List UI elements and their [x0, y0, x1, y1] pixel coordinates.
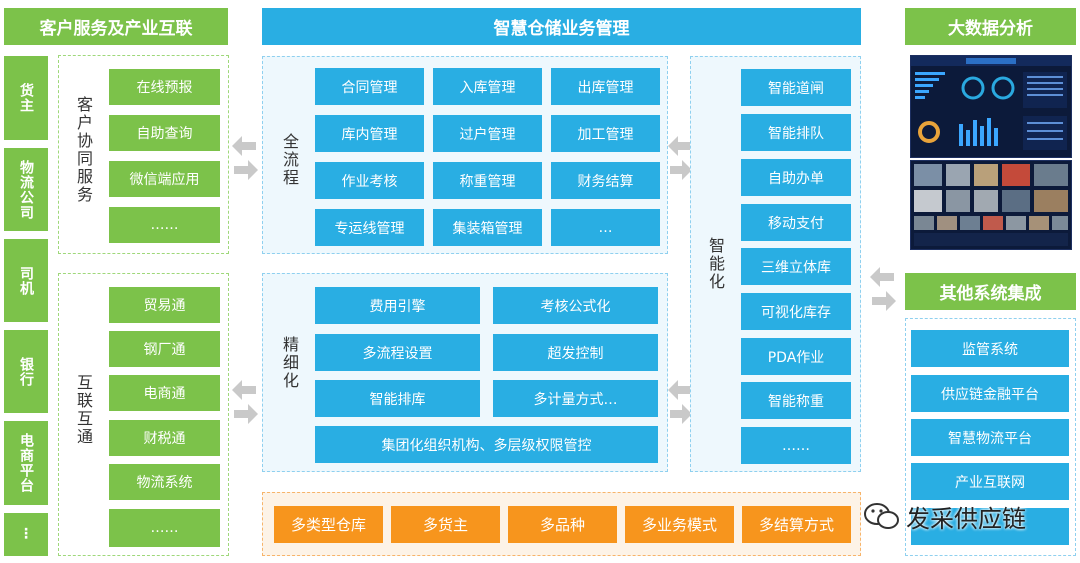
mobile-payment-button[interactable]: 移动支付 — [741, 204, 851, 241]
multi-process-setting-button[interactable]: 多流程设置 — [315, 334, 480, 371]
container-management-button[interactable]: 集装箱管理 — [433, 209, 542, 246]
smart-gate-button[interactable]: 智能道闸 — [741, 69, 851, 106]
in-warehouse-management-button[interactable]: 库内管理 — [315, 115, 424, 152]
multi-warehouse-type-badge: 多类型仓库 — [274, 506, 383, 543]
industrial-internet-button[interactable]: 产业互联网 — [911, 463, 1069, 500]
left-upper-double-arrow-icon — [232, 136, 258, 180]
contract-management-button[interactable]: 合同管理 — [315, 68, 424, 105]
dashboard-screenshot-charts — [910, 55, 1072, 158]
customer-service-label: 客户协同服务 — [74, 96, 93, 204]
logistics-system-button[interactable]: 物流系统 — [109, 464, 220, 500]
inbound-management-button[interactable]: 入库管理 — [433, 68, 542, 105]
work-assessment-button[interactable]: 作业考核 — [315, 162, 424, 199]
side-tab-cargo-owner[interactable]: 货主 — [4, 56, 48, 140]
multi-settlement-badge: 多结算方式 — [742, 506, 851, 543]
3d-warehouse-button[interactable]: 三维立体库 — [741, 248, 851, 285]
pda-operation-button[interactable]: PDA作业 — [741, 338, 851, 375]
multi-variety-badge: 多品种 — [508, 506, 617, 543]
online-forecast-button[interactable]: 在线预报 — [109, 69, 220, 105]
outbound-management-button[interactable]: 出库管理 — [551, 68, 660, 105]
side-tab-more[interactable]: ⋮ — [4, 513, 48, 556]
side-tab-driver[interactable]: 司机 — [4, 239, 48, 322]
intelligent-label: 智能化 — [706, 237, 725, 291]
smart-storage-arrangement-button[interactable]: 智能排库 — [315, 380, 480, 417]
customer-service-more-button[interactable]: …… — [109, 207, 220, 243]
watermark-text: 发采供应链 — [906, 504, 1026, 533]
bigdata-title: 大数据分析 — [905, 8, 1076, 45]
steel-mill-link-button[interactable]: 钢厂通 — [109, 331, 220, 367]
center-upper-double-arrow-icon — [668, 136, 692, 180]
integration-title: 其他系统集成 — [905, 273, 1076, 310]
fee-engine-button[interactable]: 费用引擎 — [315, 287, 480, 324]
over-issue-control-button[interactable]: 超发控制 — [493, 334, 658, 371]
right-double-arrow-icon — [870, 267, 896, 311]
side-tab-bank[interactable]: 银行 — [4, 330, 48, 413]
supply-chain-finance-button[interactable]: 供应链金融平台 — [911, 375, 1069, 412]
intelligent-more-button[interactable]: …… — [741, 427, 851, 464]
weighing-management-button[interactable]: 称重管理 — [433, 162, 542, 199]
ecommerce-link-button[interactable]: 电商通 — [109, 375, 220, 411]
left-lower-double-arrow-icon — [232, 380, 258, 424]
center-lower-double-arrow-icon — [668, 380, 692, 424]
group-organization-permission-button[interactable]: 集团化组织机构、多层级权限管控 — [315, 426, 658, 463]
watermark: 发采供应链 — [862, 496, 1062, 536]
wechat-icon — [864, 503, 899, 529]
supervision-system-button[interactable]: 监管系统 — [911, 330, 1069, 367]
trade-link-button[interactable]: 贸易通 — [109, 287, 220, 323]
full-process-label: 全流程 — [280, 133, 299, 187]
processing-management-button[interactable]: 加工管理 — [551, 115, 660, 152]
interconnect-more-button[interactable]: …… — [109, 509, 220, 547]
multi-measurement-button[interactable]: 多计量方式… — [493, 380, 658, 417]
refined-label: 精细化 — [280, 336, 299, 390]
integration-more-button[interactable] — [911, 508, 1069, 545]
rail-line-management-button[interactable]: 专运线管理 — [315, 209, 424, 246]
left-title: 客户服务及产业互联 — [4, 8, 228, 45]
smart-weighing-button[interactable]: 智能称重 — [741, 382, 851, 419]
interconnect-label: 互联互通 — [74, 374, 93, 446]
multi-cargo-owner-badge: 多货主 — [391, 506, 500, 543]
financial-settlement-button[interactable]: 财务结算 — [551, 162, 660, 199]
side-tab-logistics-company[interactable]: 物流公司 — [4, 148, 48, 231]
visual-inventory-button[interactable]: 可视化库存 — [741, 293, 851, 330]
dashboard-screenshot-cameras — [910, 160, 1072, 250]
wechat-app-button[interactable]: 微信端应用 — [109, 161, 220, 197]
transfer-management-button[interactable]: 过户管理 — [433, 115, 542, 152]
full-process-more-button[interactable]: … — [551, 209, 660, 246]
assessment-formula-button[interactable]: 考核公式化 — [493, 287, 658, 324]
smart-logistics-platform-button[interactable]: 智慧物流平台 — [911, 419, 1069, 456]
smart-queue-button[interactable]: 智能排队 — [741, 114, 851, 151]
center-title: 智慧仓储业务管理 — [262, 8, 861, 45]
self-service-order-button[interactable]: 自助办单 — [741, 159, 851, 196]
tax-link-button[interactable]: 财税通 — [109, 420, 220, 456]
multi-business-mode-badge: 多业务模式 — [625, 506, 734, 543]
self-query-button[interactable]: 自助查询 — [109, 115, 220, 151]
side-tab-ecommerce[interactable]: 电商平台 — [4, 421, 48, 505]
